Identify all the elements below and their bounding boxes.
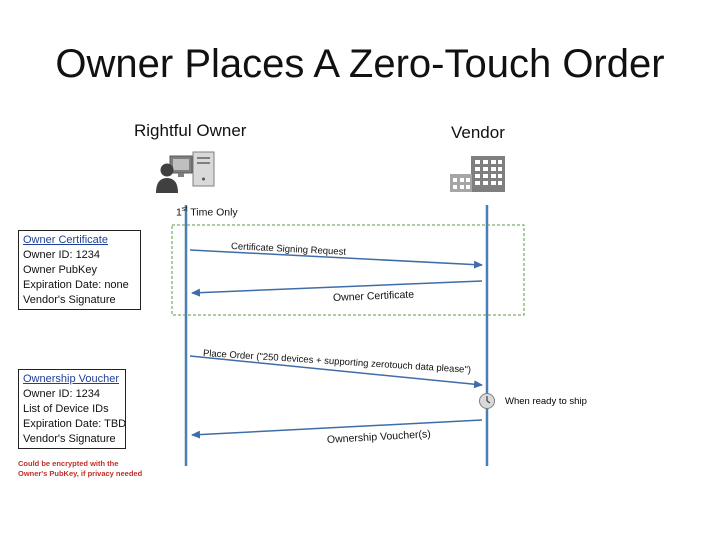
phase-number: 1 (176, 206, 182, 219)
csr-arrow (189, 249, 483, 269)
owner-certificate-line: Owner ID: 1234 (23, 249, 101, 261)
ownership-voucher-heading: Ownership Voucher (23, 373, 119, 385)
first-time-only-region (171, 224, 525, 316)
ownership-voucher-note: Ownership Voucher Owner ID: 1234 List of… (18, 369, 126, 449)
office-building-icon (450, 156, 505, 192)
footnote-line: Could be encrypted with the (18, 459, 119, 468)
place-order-arrow (189, 355, 483, 389)
owner-certificate-line: Owner PubKey (23, 264, 97, 276)
vendor-label: Vendor (451, 123, 505, 142)
ownership-voucher-line: List of Device IDs (23, 403, 109, 415)
phase-superscript: st (181, 206, 188, 213)
ownership-voucher-line: Expiration Date: TBD (23, 418, 127, 430)
computer-user-icon (156, 151, 215, 193)
slide-title: Owner Places A Zero-Touch Order (55, 42, 665, 86)
encryption-footnote: Could be encrypted with the Owner's PubK… (18, 459, 142, 479)
when-ready-label: When ready to ship (505, 396, 587, 407)
owner-cert-arrow (191, 280, 483, 297)
owner-certificate-note: Owner Certificate Owner ID: 1234 Owner P… (18, 230, 141, 310)
owner-certificate-heading: Owner Certificate (23, 234, 108, 246)
phase-label: 1st Time Only (176, 206, 238, 219)
voucher-arrow (191, 419, 483, 439)
ownership-voucher-line: Vendor's Signature (23, 433, 116, 445)
owner-certificate-line: Vendor's Signature (23, 294, 116, 306)
clock-icon (479, 393, 495, 409)
owner-certificate-line: Expiration Date: none (23, 279, 129, 291)
owner-label: Rightful Owner (134, 121, 247, 140)
footnote-line: Owner's PubKey, if privacy needed (18, 469, 143, 478)
phase-text: Time Only (190, 206, 238, 219)
ownership-voucher-line: Owner ID: 1234 (23, 388, 101, 400)
